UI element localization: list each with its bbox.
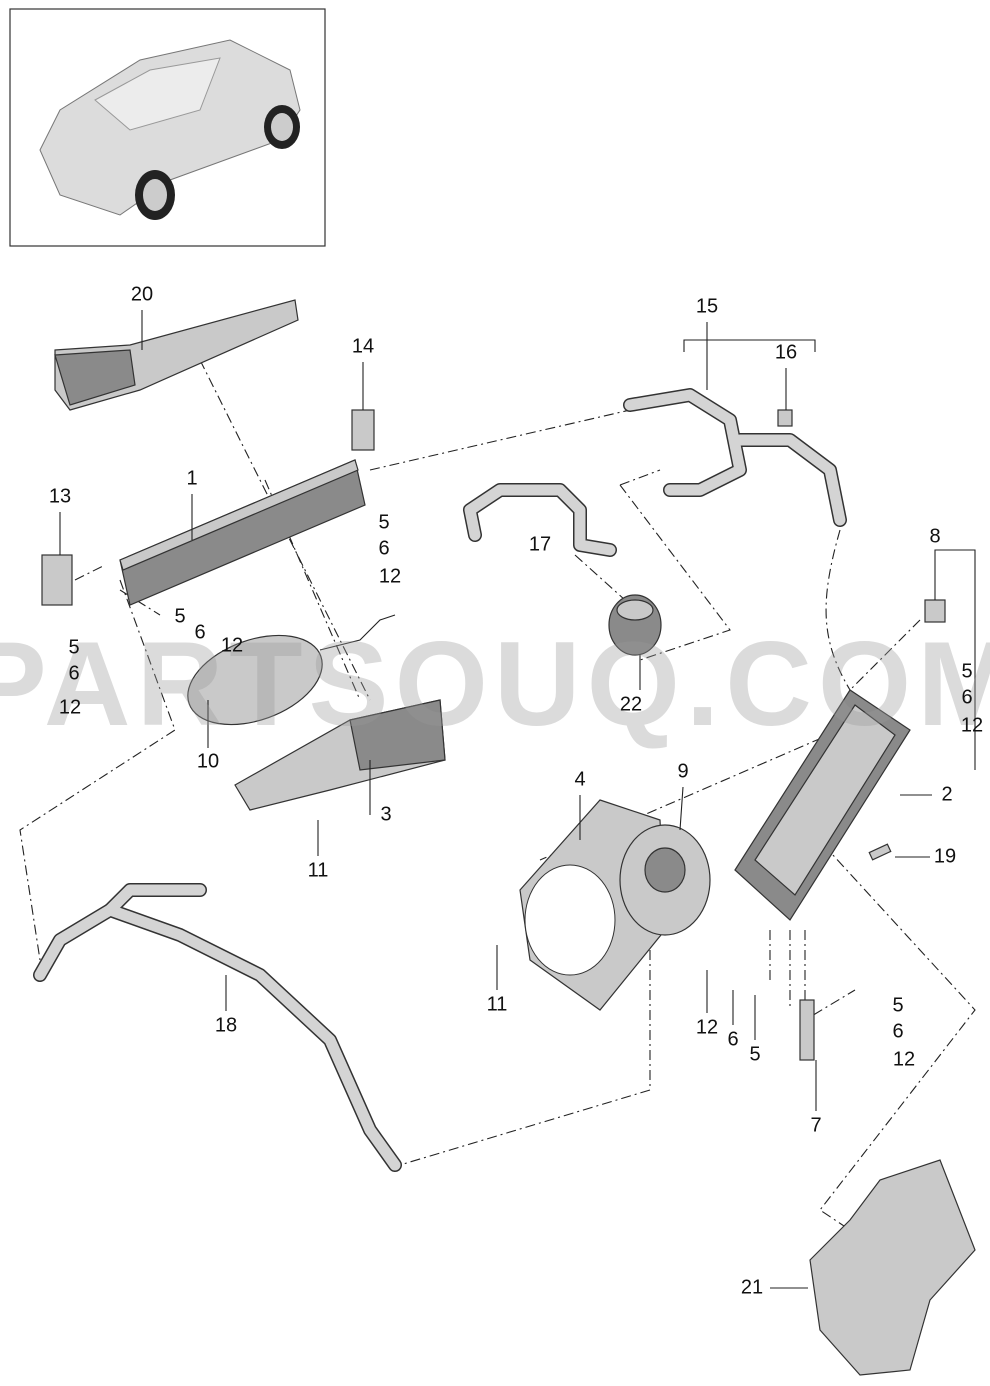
part-1-radiator[interactable]: [119, 459, 366, 606]
callout-5: 5: [378, 511, 389, 533]
callout-22: 22: [620, 693, 642, 715]
part-20-air-duct[interactable]: [54, 299, 299, 411]
part-3-fan-shroud[interactable]: [234, 699, 446, 811]
callout-12: 12: [961, 714, 983, 736]
callout-20: 20: [131, 283, 153, 305]
callout-1: 1: [186, 467, 197, 489]
part-19-seal[interactable]: [868, 843, 892, 861]
part-21-air-duct[interactable]: [809, 1159, 976, 1376]
callout-5: 5: [961, 660, 972, 682]
callout-6: 6: [378, 537, 389, 559]
callout-6: 6: [194, 621, 205, 643]
part-14-bracket[interactable]: [351, 409, 375, 451]
callout-17: 17: [529, 533, 551, 555]
callout-labels: 20 14 15 16 1 13 5 6 12 17 8 5 6 12 5 6 …: [49, 283, 983, 1298]
label-leaders: [59, 310, 976, 1289]
part-13-bracket[interactable]: [41, 554, 73, 606]
callout-8: 8: [929, 525, 940, 547]
part-10-fan[interactable]: [176, 614, 396, 742]
watermark: PARTSOUQ.COM: [0, 617, 990, 751]
callout-12: 12: [893, 1048, 915, 1070]
callout-9: 9: [677, 760, 688, 782]
callout-5: 5: [68, 636, 79, 658]
part-9-fan[interactable]: [619, 824, 711, 936]
callout-19: 19: [934, 845, 956, 867]
part-16-clip[interactable]: [777, 409, 793, 427]
part-17-hose[interactable]: [463, 483, 617, 557]
part-18-hose[interactable]: [33, 883, 402, 1172]
callout-6: 6: [68, 662, 79, 684]
callout-13: 13: [49, 485, 71, 507]
callout-21: 21: [741, 1276, 763, 1298]
callout-12: 12: [59, 696, 81, 718]
callout-12: 12: [379, 565, 401, 587]
callout-5: 5: [174, 605, 185, 627]
part-15-hose[interactable]: [623, 388, 847, 527]
callout-5: 5: [749, 1043, 760, 1065]
callout-12: 12: [221, 634, 243, 656]
callout-14: 14: [352, 335, 374, 357]
callout-11: 11: [487, 993, 508, 1015]
callout-7: 7: [810, 1114, 821, 1136]
vehicle-thumbnail[interactable]: [9, 8, 326, 247]
callout-11: 11: [308, 859, 329, 881]
callout-5: 5: [892, 994, 903, 1016]
callout-16: 16: [775, 341, 797, 363]
callout-6: 6: [727, 1028, 738, 1050]
callout-12: 12: [696, 1016, 718, 1038]
callout-4: 4: [574, 768, 585, 790]
part-2-radiator[interactable]: [734, 689, 911, 921]
part-22-pump[interactable]: [608, 594, 662, 656]
assembly-lines: [19, 359, 976, 1231]
callout-2: 2: [941, 783, 952, 805]
callout-10: 10: [197, 750, 219, 772]
part-7-bracket[interactable]: [799, 999, 815, 1061]
callout-15: 15: [696, 295, 718, 317]
callout-3: 3: [380, 803, 391, 825]
callout-6: 6: [892, 1020, 903, 1042]
callout-18: 18: [215, 1014, 237, 1036]
callout-6: 6: [961, 686, 972, 708]
